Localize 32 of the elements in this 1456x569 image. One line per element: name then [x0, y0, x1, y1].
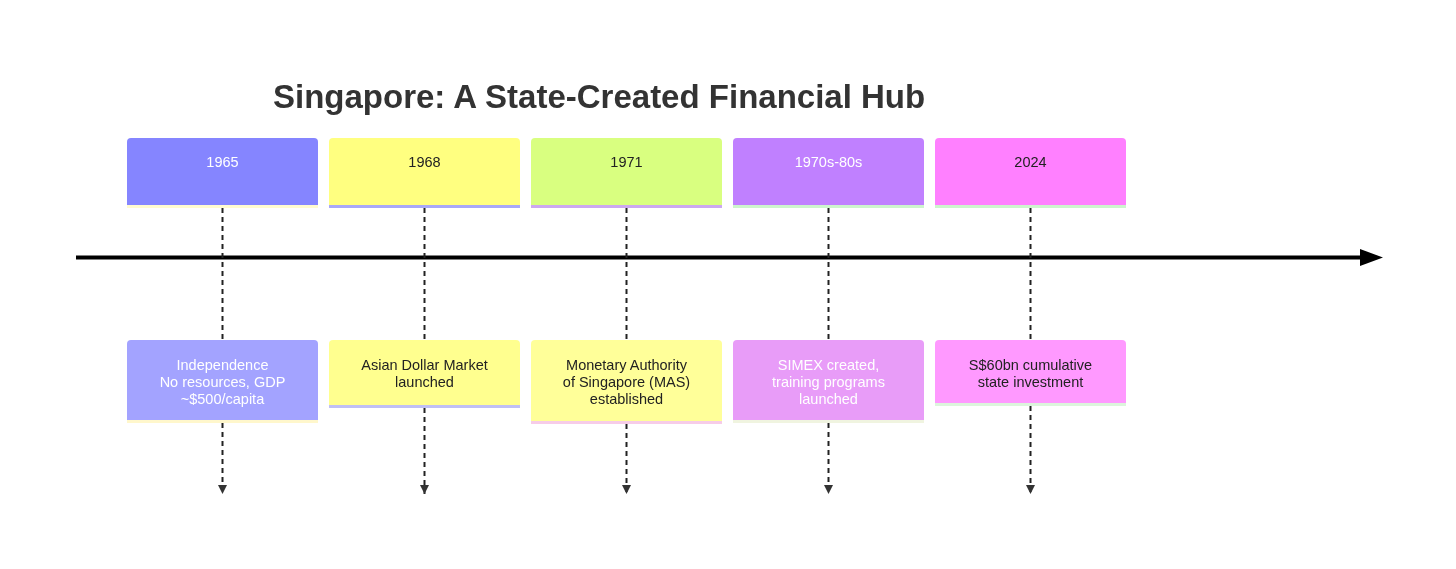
connector-line	[827, 207, 830, 341]
event-text: Independence	[176, 357, 269, 374]
year-box	[127, 138, 318, 208]
event-text: No resources, GDP ~$500/capita	[158, 374, 287, 408]
event-box	[329, 340, 520, 408]
year-label: 1968	[408, 154, 441, 171]
connector-line	[423, 207, 426, 341]
year-box	[329, 138, 520, 208]
year-label: 1971	[610, 154, 643, 171]
event-box	[935, 340, 1126, 406]
arrow	[824, 422, 833, 495]
arrow	[1026, 405, 1035, 495]
event-text: Monetary Authority of Singapore (MAS) established	[561, 357, 692, 408]
year-label: 2024	[1014, 154, 1047, 171]
event-text: SIMEX created, training programs launched	[771, 357, 886, 408]
arrow	[420, 407, 429, 495]
arrow	[218, 422, 227, 495]
event-box	[733, 340, 924, 423]
event-text: S$60bn cumulative state investment	[967, 357, 1094, 391]
arrow	[622, 423, 631, 495]
event-box	[127, 340, 318, 423]
year-label: 1970s-80s	[794, 154, 863, 171]
connector-line	[1029, 207, 1032, 341]
year-box	[935, 138, 1126, 208]
year-box	[733, 138, 924, 208]
connector-line	[221, 207, 224, 341]
year-label: 1965	[206, 154, 239, 171]
diagram-title: Singapore: A State-Created Financial Hub	[273, 77, 926, 117]
connector-line	[625, 207, 628, 341]
year-box	[531, 138, 722, 208]
event-box	[531, 340, 722, 424]
event-text: Asian Dollar Market launched	[360, 357, 489, 391]
